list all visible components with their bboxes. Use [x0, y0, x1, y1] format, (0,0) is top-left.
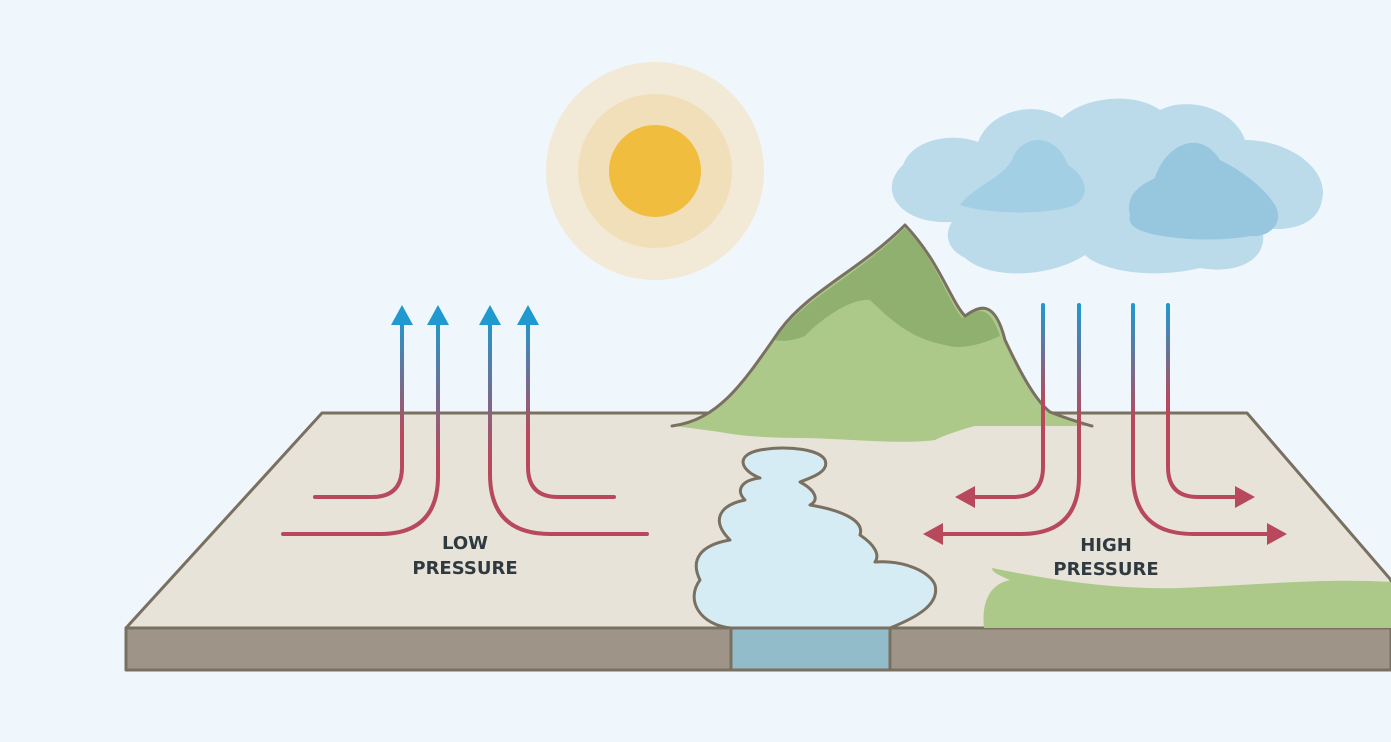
low-pressure-label-line1: LOW: [442, 533, 488, 554]
rising-air-arrow: [488, 316, 649, 536]
high-pressure-label: HIGH PRESSURE: [1053, 535, 1158, 580]
cloud-icon: [891, 98, 1324, 274]
rising-air-arrow: [526, 316, 616, 499]
low-pressure-label-line2: PRESSURE: [412, 558, 517, 579]
arrow-head-right-icon: [1235, 486, 1255, 508]
grass-field: [983, 568, 1391, 628]
arrow-head-left-icon: [955, 486, 975, 508]
arrow-head-up-icon: [517, 305, 539, 325]
rising-air-arrow: [313, 316, 404, 499]
rising-air-arrow: [281, 316, 440, 536]
river: [692, 446, 938, 672]
arrow-head-right-icon: [1267, 523, 1287, 545]
low-pressure-label: LOW PRESSURE: [412, 533, 517, 579]
high-pressure-label-line2: PRESSURE: [1053, 559, 1158, 580]
sinking-air-arrow: [938, 303, 1081, 536]
rising-air-arrows: [281, 305, 649, 536]
sinking-air-arrow: [970, 303, 1045, 499]
sun-icon: [546, 62, 764, 280]
high-pressure-label-line1: HIGH: [1080, 535, 1132, 556]
sinking-air-arrow: [1131, 303, 1272, 536]
arrow-head-left-icon: [923, 523, 943, 545]
arrow-head-up-icon: [427, 305, 449, 325]
arrow-head-up-icon: [479, 305, 501, 325]
sinking-air-arrow: [1166, 303, 1240, 499]
arrow-head-up-icon: [391, 305, 413, 325]
sinking-air-arrows: [923, 303, 1287, 545]
